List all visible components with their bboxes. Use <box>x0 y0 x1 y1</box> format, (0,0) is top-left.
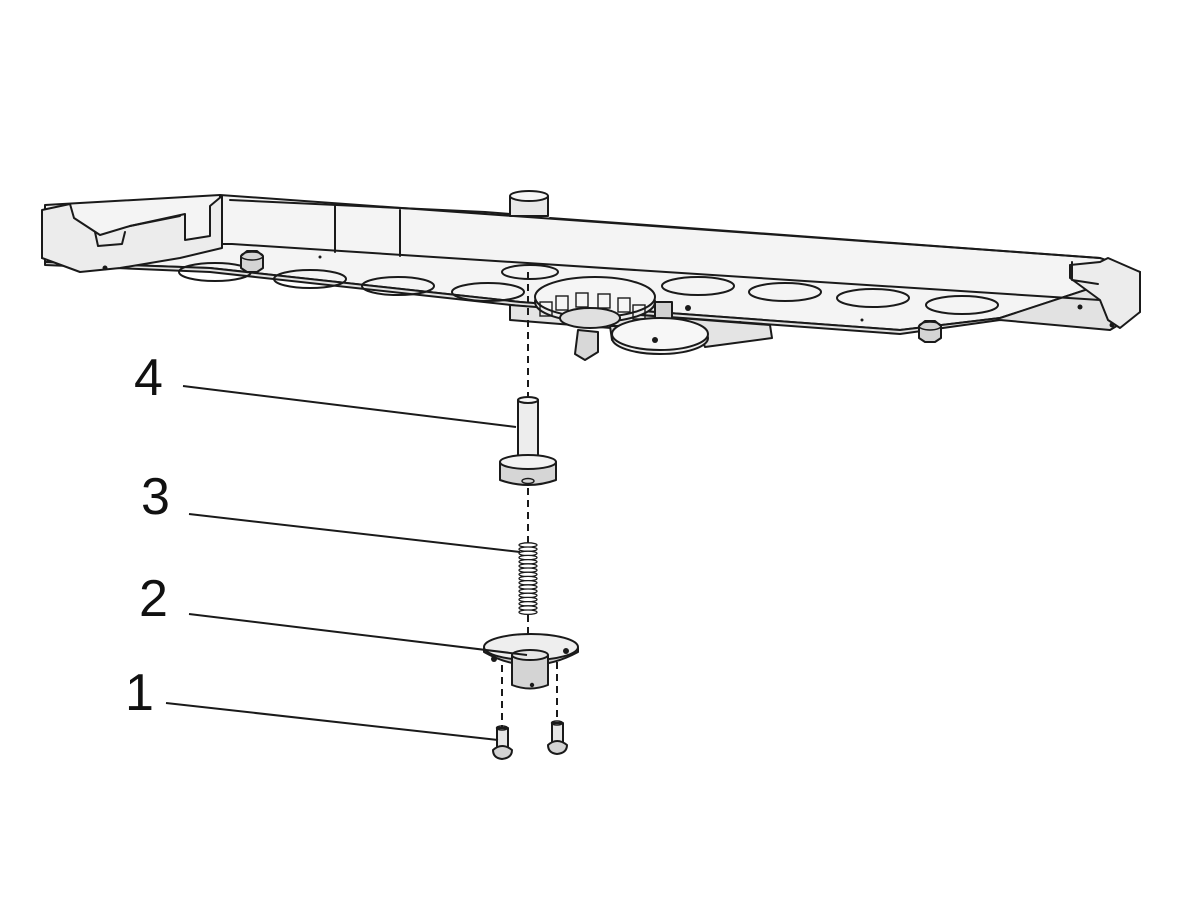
spring-coil <box>518 609 538 616</box>
part-4-shoulder-bolt <box>499 396 557 486</box>
callout-number-3: 3 <box>141 468 170 526</box>
part-1-screw-left <box>492 725 513 760</box>
leader-line-2 <box>188 613 528 656</box>
part-2-flange-bushing <box>483 633 579 690</box>
top-post <box>509 190 549 217</box>
callout-number-2: 2 <box>139 570 168 628</box>
left-end-bracket <box>41 195 223 273</box>
right-nut <box>918 320 942 343</box>
leader-line-1 <box>165 702 499 741</box>
central-hub <box>534 276 709 361</box>
callout-number-4: 4 <box>134 349 163 407</box>
callout-number-1: 1 <box>125 664 154 722</box>
leader-line-4 <box>182 385 517 428</box>
right-end-bracket <box>1069 257 1141 329</box>
part-3-spring <box>518 542 538 616</box>
part-1-screw-right <box>547 720 568 755</box>
leader-line-3 <box>188 513 521 553</box>
left-nut <box>240 250 264 273</box>
main-bar-assembly <box>41 190 1141 361</box>
